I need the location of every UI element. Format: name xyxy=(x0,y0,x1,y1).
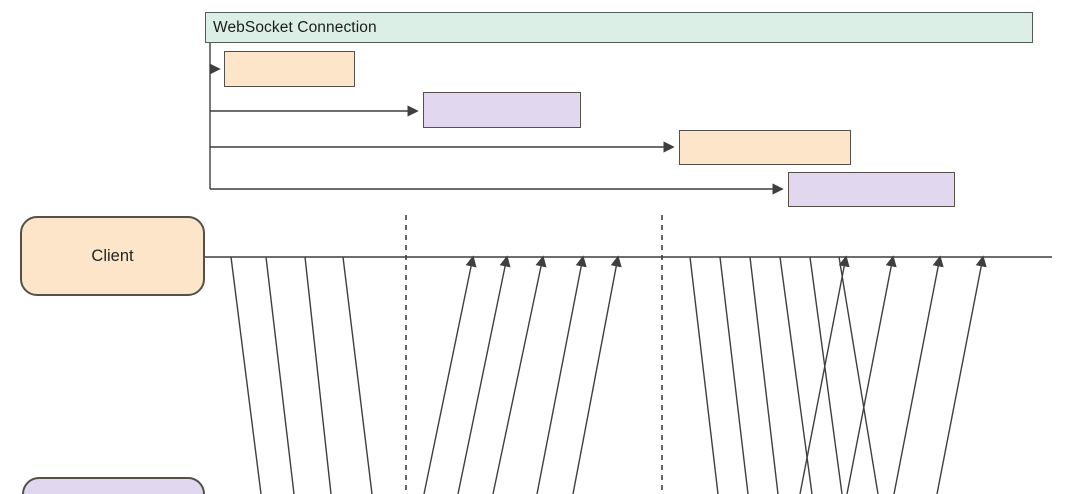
message-box-2 xyxy=(423,92,581,128)
client-to-server-message-line xyxy=(779,256,813,494)
client-to-server-message-line xyxy=(230,256,262,494)
client-to-server-message-line xyxy=(265,256,295,494)
server-to-client-message-arrow xyxy=(536,255,587,494)
server-to-client-message-arrow xyxy=(423,255,477,494)
client-to-server-message-line xyxy=(304,256,332,494)
server-to-client-message-arrow xyxy=(893,255,944,494)
server-to-client-message-arrow xyxy=(492,255,547,494)
server-to-client-message-arrow xyxy=(457,255,511,494)
message-box-4 xyxy=(788,172,955,207)
client-to-server-message-line xyxy=(809,256,843,494)
websocket-connection-frame: WebSocket Connection xyxy=(205,12,1033,43)
client-actor-label: Client xyxy=(91,246,134,265)
frame-title: WebSocket Connection xyxy=(213,18,377,36)
client-to-server-message-line xyxy=(719,256,749,494)
server-to-client-message-arrow xyxy=(799,255,850,494)
client-to-server-message-line xyxy=(749,256,779,494)
client-to-server-message-line xyxy=(342,256,373,494)
server-to-client-message-arrow xyxy=(572,255,622,494)
server-to-client-message-arrow xyxy=(936,255,987,494)
client-to-server-message-line xyxy=(838,256,879,494)
message-box-1 xyxy=(224,51,355,87)
server-to-client-message-arrow xyxy=(846,255,897,494)
message-box-3 xyxy=(679,130,851,165)
bottom-actor-box-partial xyxy=(22,477,205,494)
client-actor-box: Client xyxy=(20,216,205,296)
client-to-server-message-line xyxy=(689,256,719,494)
